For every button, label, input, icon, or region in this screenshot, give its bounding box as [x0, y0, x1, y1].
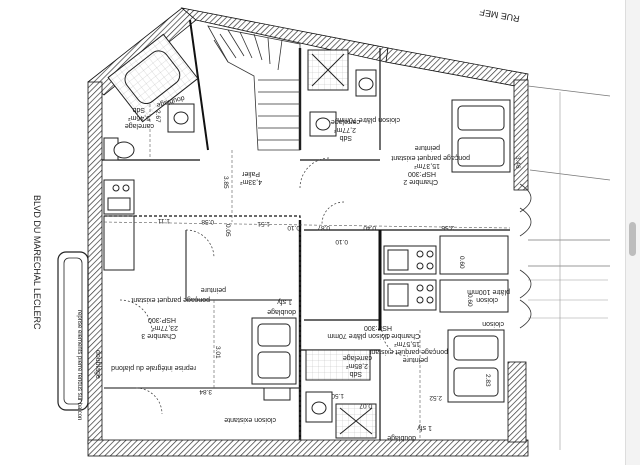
wall-top-right	[385, 47, 529, 89]
palier-name: Palier	[241, 170, 260, 177]
palier-area: 4,33m²	[240, 178, 262, 185]
vertical-scrollbar[interactable]	[625, 0, 640, 465]
bathroom-3-fixtures	[305, 349, 377, 439]
chambre1-area: 15,57m²	[394, 340, 420, 347]
dim-0-10a: 0.10	[287, 224, 300, 231]
dim-2-67: 2.67	[154, 110, 161, 123]
bed-chambre-1	[447, 329, 505, 403]
cloison-platre-2: cloison plâtre 70mm	[327, 332, 390, 339]
chambre1-hsp: HSP:300	[364, 324, 392, 331]
chambre2-name: Chambre 2	[403, 178, 438, 185]
wall-bottom	[87, 439, 529, 457]
sdb3-finish: carrelage	[343, 354, 372, 361]
balcony	[57, 251, 89, 411]
chambre2-hsp: HSP:300	[408, 170, 436, 177]
platre-100: plâtre 100mm	[467, 288, 510, 295]
doublage-4: doublage	[387, 434, 416, 441]
chambre3-hsp: HSP:300	[148, 316, 176, 323]
dim-0-58: 0.58	[201, 218, 214, 225]
sdb2-finish: carrelage	[331, 118, 360, 125]
dim-0-60b: 0.60	[466, 294, 473, 307]
dim-0-40: 0.40	[363, 224, 376, 231]
doublage-3: doublage	[94, 350, 101, 379]
dim-1-11: 1.11	[157, 217, 170, 224]
dim-2-52: 2.52	[429, 394, 442, 401]
chambre2-area: 15,37m²	[414, 162, 440, 169]
plafond-note: reprise intégrale du plafond	[111, 364, 196, 371]
dim-3-46: 3.46	[514, 156, 521, 169]
peinture-3: peinture	[403, 356, 428, 363]
wall-right-top	[513, 79, 529, 191]
dim-1-50: 1.50	[331, 392, 344, 399]
street-side	[519, 85, 611, 450]
cloison-existante: cloison existante	[224, 416, 276, 423]
dim-0-05: 0.05	[224, 224, 231, 237]
dim-1-51: 1.51	[257, 220, 270, 227]
sfy-1: 1 sfy	[277, 298, 292, 305]
cloison-right: cloison	[482, 320, 504, 327]
wall-right-bottom	[507, 361, 527, 443]
sdb2-area: 2,77m²	[334, 126, 356, 133]
dimension-lines	[103, 104, 511, 440]
dim-3-01: 3.01	[214, 346, 221, 359]
dim-0-07: 0.07	[359, 402, 372, 409]
peinture-1: peinture	[415, 144, 440, 151]
dim-0-10b: 0.10	[335, 238, 348, 245]
chambre3-name: Chambre 3	[141, 332, 176, 339]
cloison-platre-1: cloison plâtre 70mm	[337, 116, 400, 123]
bed-chambre-3	[251, 317, 297, 401]
door-swings	[119, 157, 409, 415]
chambre3-area: 23,77m²	[152, 324, 178, 331]
poncage-3: ponçage parquet existant	[369, 348, 448, 355]
dim-3-84: 3.84	[199, 388, 212, 395]
sdb1-name: Sdb	[132, 106, 145, 113]
wall-left	[87, 81, 103, 445]
labels: RUE MEF BLVD DU MARECHAL LECLERC reprise…	[32, 7, 521, 441]
balcony-note-1: reprise elements pierre fendus sur balco…	[76, 310, 82, 420]
kitchenette-center	[383, 235, 509, 313]
sdb1-finish: carrelage	[125, 122, 154, 129]
dim-2-56: 2.56	[441, 224, 454, 231]
chambre1-name: Chambre 1	[385, 332, 420, 339]
doublage-2: doublage	[267, 308, 296, 315]
sdb2-name: Sdb	[339, 134, 352, 141]
sdb1-area: 5,46m²	[128, 114, 150, 121]
sdb3-area: 2,85m²	[346, 362, 368, 369]
bathroom-1-fixtures	[103, 33, 199, 161]
boulevard-label: BLVD DU MARECHAL LECLERC	[32, 195, 42, 330]
cloison-100: cloison	[476, 296, 498, 303]
dim-2-83: 2.83	[484, 374, 491, 387]
sdb3-name: Sdb	[349, 370, 362, 377]
dim-0-60a: 0.60	[458, 256, 465, 269]
poncage-1: ponçage parquet existant	[391, 154, 470, 161]
bathroom-2-fixtures	[307, 49, 377, 137]
kitchenette-left	[103, 179, 135, 271]
scrollbar-thumb[interactable]	[629, 222, 636, 256]
bed-chambre-2	[451, 99, 511, 173]
peinture-2: peinture	[201, 286, 226, 293]
dim-3-85: 3.85	[222, 176, 229, 189]
staircase	[207, 25, 301, 151]
street-label-top: RUE MEF	[478, 7, 520, 24]
sfy-2: 1 sfy	[417, 424, 432, 431]
poncage-2: ponçage parquet existant	[131, 296, 210, 303]
dim-0-87: 0.87	[317, 224, 330, 231]
